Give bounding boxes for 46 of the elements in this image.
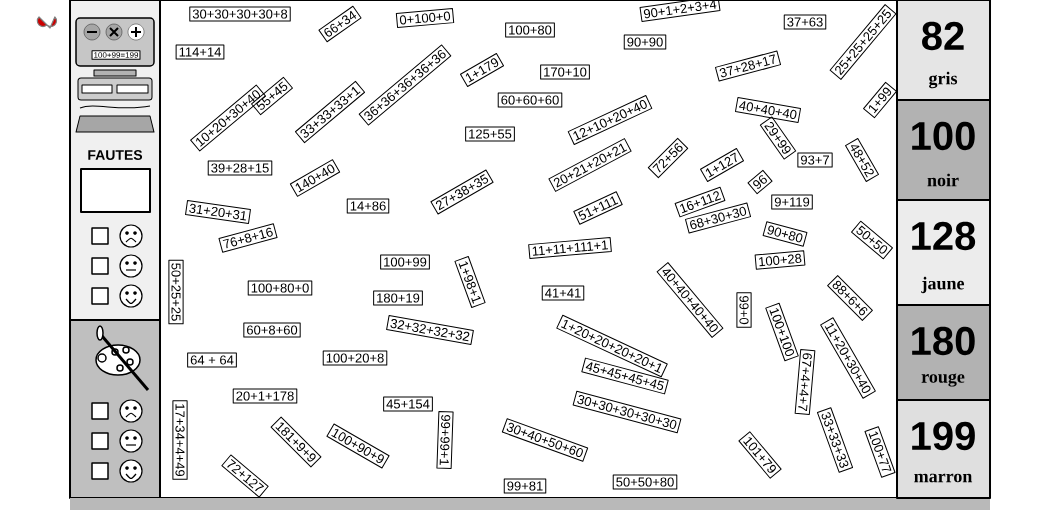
number-region: 90+90 — [623, 34, 667, 50]
number-region: 11+11+111+1 — [528, 237, 612, 259]
number-region: 100+28 — [754, 250, 806, 270]
number-region: 64 + 64 — [187, 352, 237, 368]
number-region: 41+41 — [541, 285, 585, 301]
number-region: 114+14 — [175, 44, 225, 60]
number-region: 31+20+31 — [185, 200, 251, 224]
number-region: 180+19 — [373, 290, 423, 306]
legend-cell: 128 jaune — [896, 199, 991, 306]
number-region: 30+30+30+30+8 — [189, 6, 291, 22]
number-region: 14+86 — [346, 198, 390, 214]
number-region: 40+40+40 — [735, 97, 802, 123]
number-region: 99+81 — [503, 478, 547, 494]
number-region: 9+119 — [771, 194, 813, 210]
number-region: 17+34+4+49 — [172, 400, 188, 480]
number-region: 39+28+15 — [207, 160, 273, 176]
number-region: 90+1+2+3+4 — [639, 0, 721, 22]
number-region: 0+100+0 — [395, 7, 455, 29]
number-region: 60+60+60 — [497, 92, 563, 108]
heading: FAUTES — [88, 150, 143, 160]
number-region: 99+0 — [736, 292, 752, 328]
number-region: 37+63 — [783, 14, 827, 30]
number-region: 50+25+25 — [168, 259, 184, 325]
number-region: 96 — [747, 169, 773, 195]
number-region: 1+98+1 — [454, 256, 486, 308]
number-region: 45+154 — [383, 396, 433, 412]
number-region: 67+4+4+7 — [794, 349, 816, 415]
legend-cell: 180 rouge — [896, 304, 991, 401]
number-region: 90+80 — [762, 221, 808, 247]
legend-cell: 82 gris — [896, 0, 991, 101]
number-region: 99+99+1 — [436, 411, 454, 469]
equation-display: 100+99=199 — [91, 50, 141, 60]
legend-cell: 100 noir — [896, 99, 991, 201]
legend-cell: 199 marron — [896, 399, 991, 499]
number-region: 60+8+60 — [243, 322, 301, 338]
number-region: 100+80+0 — [247, 280, 313, 296]
number-region: 76+8+16 — [218, 223, 278, 253]
number-region: 125+55 — [465, 126, 515, 142]
number-region: 170+10 — [540, 64, 590, 80]
number-region: 50+50+80 — [612, 474, 678, 490]
number-region: 100+80 — [505, 22, 555, 38]
number-region: 100+99 — [380, 254, 430, 270]
number-region: 20+1+178 — [232, 388, 298, 404]
number-region: 93+7 — [797, 152, 833, 168]
number-region: 32+32+32+32 — [386, 315, 474, 345]
number-region: 100+20+8 — [322, 350, 388, 366]
